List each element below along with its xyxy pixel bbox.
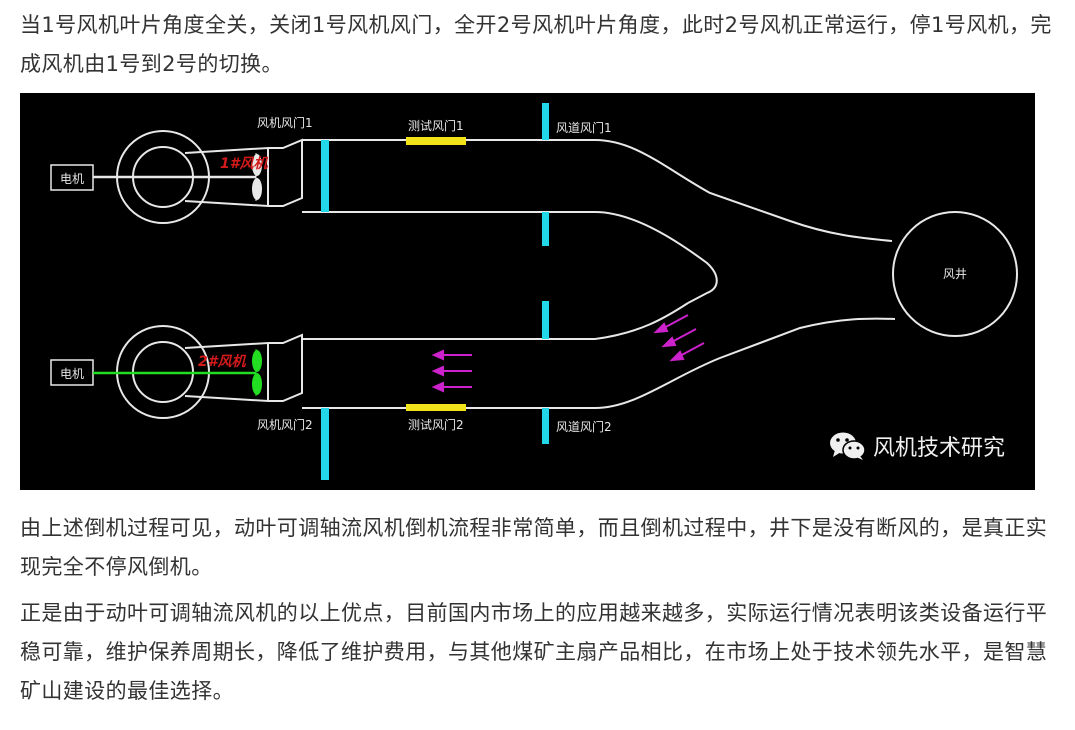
duct-2-upper-wall	[302, 302, 689, 340]
test-door-2-label: 测试风门2	[408, 417, 464, 432]
shaft-label: 风井	[943, 267, 967, 281]
advantages-paragraph: 正是由于动叶可调轴流风机的以上优点，目前国内市场上的应用越来越多，实际运行情况表…	[20, 601, 1048, 703]
intro-paragraph: 当1号风机叶片角度全关，关闭1号风机风门，全开2号风机叶片角度，此时2号风机正常…	[20, 13, 1052, 76]
fan-door-2	[321, 408, 329, 480]
duct-1-lower-wall	[302, 211, 718, 304]
test-door-1-label: 测试风门1	[408, 118, 464, 133]
test-door-2	[406, 404, 466, 411]
fan-blades-closed-icon	[252, 153, 262, 201]
test-door-1	[406, 137, 466, 145]
wechat-icon	[829, 431, 867, 461]
summary-paragraph: 由上述倒机过程可见，动叶可调轴流风机倒机流程非常简单，而且倒机过程中，井下是没有…	[20, 516, 1048, 579]
duct-door-1-bottom	[542, 212, 549, 246]
duct-door-1-label: 风道风门1	[556, 120, 612, 135]
watermark-text: 风机技术研究	[872, 436, 1005, 461]
duct-door-2-label: 风道风门2	[556, 419, 612, 434]
airflow-arrow-icon	[653, 314, 705, 362]
fan-1-label: 1#风机	[220, 155, 268, 172]
duct-door-1-top	[542, 103, 549, 140]
fan-door-2-label: 风机风门2	[257, 417, 313, 432]
watermark: 风机技术研究	[829, 430, 1005, 462]
motor-2-label: 电机	[60, 367, 84, 381]
fan-2-diffuser	[184, 341, 269, 403]
motor-1-label: 电机	[60, 172, 84, 186]
duct-1-upper-wall	[302, 139, 893, 242]
fan-2-transition	[268, 333, 303, 402]
ventilation-schematic: 电机 电机 1#风机 2#风机 风机风门1 风机风门2 测试风门1 测试风门2	[50, 103, 1018, 480]
fan-switch-diagram: 电机 电机 1#风机 2#风机 风机风门1 风机风门2 测试风门1 测试风门2	[20, 93, 1035, 490]
fan-door-1-label: 风机风门1	[257, 115, 313, 130]
duct-2-lower-wall	[302, 317, 896, 409]
fan-1-transition	[268, 138, 303, 207]
airflow-arrow-icon	[431, 349, 472, 393]
fan-1-diffuser	[184, 146, 269, 208]
duct-door-2-bottom	[542, 408, 549, 444]
fan-2-label: 2#风机	[198, 353, 246, 370]
fan-blades-open-icon	[252, 349, 262, 396]
motor-2-box	[50, 359, 94, 386]
fan-door-1	[321, 140, 329, 212]
shaft-circle	[892, 211, 1018, 337]
duct-door-2-top	[542, 301, 549, 339]
